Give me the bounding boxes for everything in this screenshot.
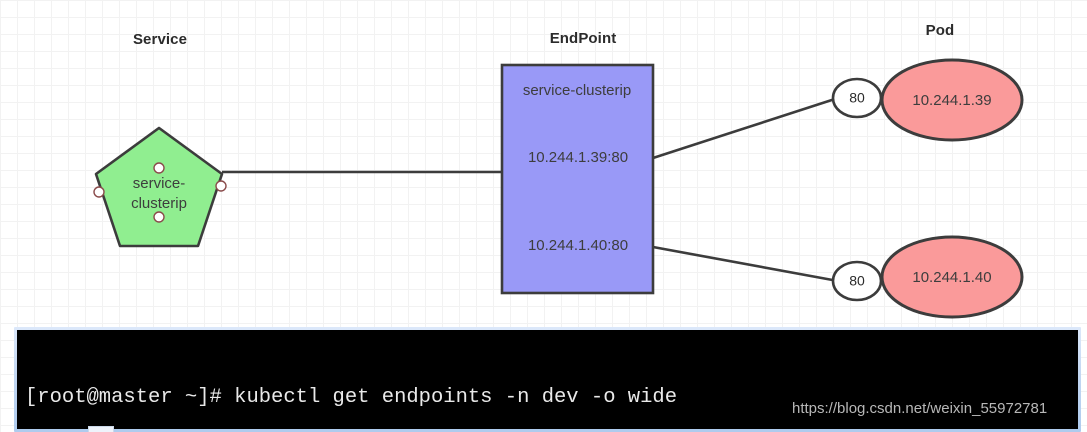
- endpoint-box-shape[interactable]: [500, 63, 655, 295]
- group-title-endpoint: EndPoint: [549, 30, 617, 47]
- pod-1-port-shape[interactable]: [831, 77, 883, 119]
- service-handle-top[interactable]: [153, 162, 165, 174]
- endpoint-node[interactable]: service-clusterip 10.244.1.39:80 10.244.…: [500, 63, 655, 295]
- service-label-line2: clusterip: [131, 195, 187, 212]
- pod-2-ip-label: 10.244.1.40: [912, 269, 991, 286]
- group-title-service: Service: [132, 31, 188, 48]
- pod-1-ip-label: 10.244.1.39: [912, 92, 991, 109]
- resize-handle-bottom[interactable]: [88, 426, 114, 432]
- endpoint-entry-1: 10.244.1.39:80: [528, 149, 628, 166]
- terminal-window[interactable]: [root@master ~]# kubectl get endpoints -…: [14, 327, 1081, 432]
- connector-endpoint2-to-pod2: [652, 245, 839, 283]
- terminal-command: kubectl get endpoints -n dev -o wide: [234, 386, 678, 409]
- endpoint-name: service-clusterip: [523, 82, 631, 99]
- service-node[interactable]: service- clusterip: [93, 126, 227, 248]
- pod-node-2[interactable]: 80 10.244.1.40: [831, 235, 1024, 319]
- service-handle-left[interactable]: [93, 186, 105, 198]
- service-label-line1: service-: [133, 175, 186, 192]
- pod-1-port-label: 80: [849, 90, 865, 106]
- terminal-command-line: [root@master ~]# kubectl get endpoints -…: [25, 385, 1078, 411]
- pod-node-1[interactable]: 80 10.244.1.39: [831, 58, 1024, 142]
- pod-2-shape[interactable]: [880, 235, 1024, 319]
- group-title-pod: Pod: [925, 22, 955, 39]
- service-handle-right[interactable]: [215, 180, 227, 192]
- pod-2-port-label: 80: [849, 273, 865, 289]
- service-handle-bottom[interactable]: [153, 211, 165, 223]
- connector-endpoint1-to-pod1: [652, 96, 839, 160]
- terminal-body[interactable]: [root@master ~]# kubectl get endpoints -…: [17, 330, 1078, 429]
- terminal-prompt: [root@master ~]#: [25, 386, 235, 409]
- pod-2-port-shape[interactable]: [831, 260, 883, 302]
- endpoint-entry-2: 10.244.1.40:80: [528, 237, 628, 254]
- service-pentagon-shape[interactable]: [94, 126, 224, 248]
